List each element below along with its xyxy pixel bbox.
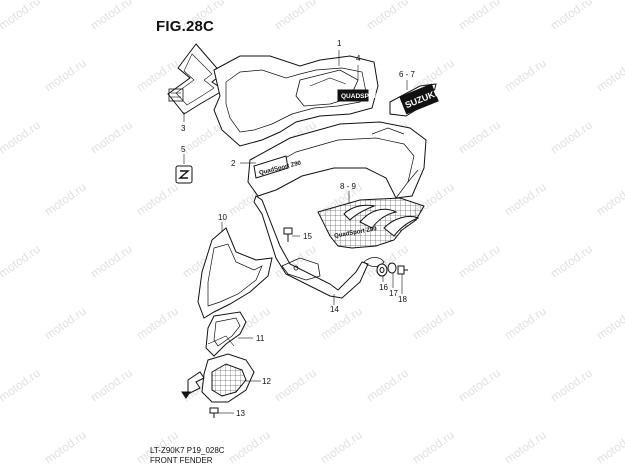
watermark-text: motod.ru: [134, 180, 181, 219]
figure-name: FRONT FENDER: [150, 456, 213, 465]
callout-5: 5: [181, 145, 186, 154]
watermark-text: motod.ru: [410, 304, 457, 343]
watermark-text: motod.ru: [456, 366, 503, 405]
hardware-16-18: [376, 262, 408, 277]
seat-badge-4: QUADSPORT: [337, 89, 383, 102]
figure-model-code: LT-Z90K7 P19_028C: [150, 446, 225, 455]
watermark-text: motod.ru: [272, 0, 319, 32]
watermark-text: motod.ru: [134, 304, 181, 343]
watermark-text: motod.ru: [42, 428, 89, 467]
watermark-text: motod.ru: [226, 428, 273, 467]
skid-plate-12: [201, 353, 255, 403]
nose-cowl-10: [197, 227, 273, 319]
watermark-text: motod.ru: [548, 0, 595, 32]
bracket-14: [253, 195, 385, 299]
callout-10: 10: [218, 213, 227, 222]
bolt-15: [283, 227, 293, 242]
watermark-text: motod.ru: [548, 242, 595, 281]
watermark-text: motod.ru: [594, 428, 625, 467]
callout-12: 12: [262, 377, 271, 386]
watermark-text: motod.ru: [0, 242, 43, 281]
callout-18: 18: [398, 295, 407, 304]
watermark-text: motod.ru: [318, 428, 365, 467]
watermark-text: motod.ru: [456, 242, 503, 281]
lower-guard-11: [205, 311, 247, 357]
watermark-text: motod.ru: [456, 118, 503, 157]
suzuki-decal-6-7: SUZUKI: [389, 83, 439, 117]
watermark-text: motod.ru: [0, 366, 43, 405]
watermark-text: motod.ru: [42, 180, 89, 219]
screw-13: [209, 407, 219, 418]
svg-text:QUADSPORT: QUADSPORT: [341, 93, 383, 100]
watermark-text: motod.ru: [364, 0, 411, 32]
watermark-text: motod.ru: [88, 118, 135, 157]
fender-upper-1: QUADSPORT: [213, 55, 383, 147]
flame-decal-8-9: QuadSport Z90: [317, 197, 425, 249]
watermark-text: motod.ru: [502, 304, 549, 343]
callout-1: 1: [337, 39, 342, 48]
fender-lower-2: QuadSport Z90: [247, 121, 427, 199]
watermark-text: motod.ru: [502, 428, 549, 467]
leader-lines: [183, 50, 408, 414]
watermark-text: motod.ru: [272, 366, 319, 405]
watermark-text: motod.ru: [456, 0, 503, 32]
callout-17: 17: [389, 289, 398, 298]
watermark-text: motod.ru: [42, 56, 89, 95]
callout-11: 11: [256, 334, 265, 343]
figure-title: FIG.28C: [156, 18, 215, 35]
callout-6-7: 6 - 7: [399, 70, 416, 79]
watermark-text: motod.ru: [548, 118, 595, 157]
watermark-text: motod.ru: [42, 304, 89, 343]
emblem-5: [175, 165, 193, 184]
watermark-text: motod.ru: [502, 56, 549, 95]
watermark-text: motod.ru: [594, 304, 625, 343]
callout-labels: 1 2 3 4 5 6 - 7 8 - 9 10 11 12 13 14 15 …: [181, 39, 416, 418]
callout-16: 16: [379, 283, 388, 292]
callout-8-9: 8 - 9: [340, 182, 357, 191]
callout-14: 14: [330, 305, 339, 314]
watermark-text: motod.ru: [88, 366, 135, 405]
watermark-text: motod.ru: [594, 56, 625, 95]
watermark-text: motod.ru: [88, 242, 135, 281]
callout-3: 3: [181, 124, 186, 133]
callout-2: 2: [231, 159, 236, 168]
forward-arrow-icon: [181, 371, 205, 399]
watermark-text: motod.ru: [88, 0, 135, 32]
callout-4: 4: [356, 54, 361, 63]
watermark-text: motod.ru: [0, 0, 43, 32]
callout-13: 13: [236, 409, 245, 418]
watermark-text: motod.ru: [0, 118, 43, 157]
watermark-text: motod.ru: [318, 304, 365, 343]
watermark-text: motod.ru: [502, 180, 549, 219]
watermark-text: motod.ru: [548, 366, 595, 405]
callout-15: 15: [303, 232, 312, 241]
watermark-text: motod.ru: [364, 366, 411, 405]
watermark-text: motod.ru: [594, 180, 625, 219]
watermark-text: motod.ru: [364, 242, 411, 281]
watermark-text: motod.ru: [410, 428, 457, 467]
